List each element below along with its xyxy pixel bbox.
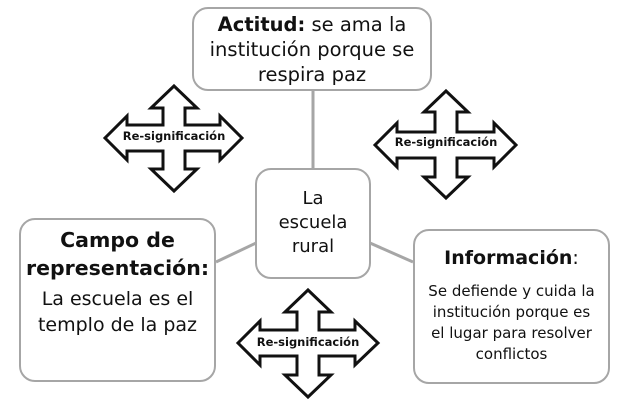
actitud-line-3: respira paz xyxy=(257,63,367,86)
actitud-text-rest: se ama la xyxy=(305,13,407,36)
arrow-label-left: Re-significación xyxy=(122,129,226,143)
campo-title-line-1: Campo de xyxy=(60,228,175,252)
centro-line-3: rural xyxy=(291,236,335,257)
connector-to-campo xyxy=(215,241,257,264)
node-escuela-rural: La escuela rural xyxy=(255,168,371,279)
actitud-line-1: Actitud: se ama la xyxy=(194,12,430,37)
four-way-arrow-left xyxy=(102,83,245,194)
four-way-arrow-right xyxy=(372,88,519,201)
centro-line-2: escuela xyxy=(278,212,348,233)
arrow-label-bottom: Re-significación xyxy=(256,335,360,349)
arrow-label-right: Re-significación xyxy=(394,135,498,149)
campo-title-line-2: representación: xyxy=(25,256,210,280)
actitud-line-2: institución porque se xyxy=(209,38,415,61)
actitud-title: Actitud: xyxy=(217,13,306,36)
node-campo-representacion: Campo de representación: La escuela es e… xyxy=(19,218,216,382)
informacion-colon: : xyxy=(572,247,579,269)
informacion-body: Se defiende y cuida la institución porqu… xyxy=(428,282,595,363)
node-informacion: Información: Se defiende y cuida la inst… xyxy=(413,229,610,384)
four-way-arrow-bottom xyxy=(235,287,381,400)
connector-to-informacion xyxy=(369,241,414,264)
centro-line-1: La xyxy=(302,188,324,209)
informacion-title-line: Información: xyxy=(415,243,608,273)
informacion-title: Información xyxy=(444,247,573,269)
node-actitud: Actitud: se ama la institución porque se… xyxy=(192,7,432,91)
campo-body: La escuela es el templo de la paz xyxy=(37,288,198,336)
